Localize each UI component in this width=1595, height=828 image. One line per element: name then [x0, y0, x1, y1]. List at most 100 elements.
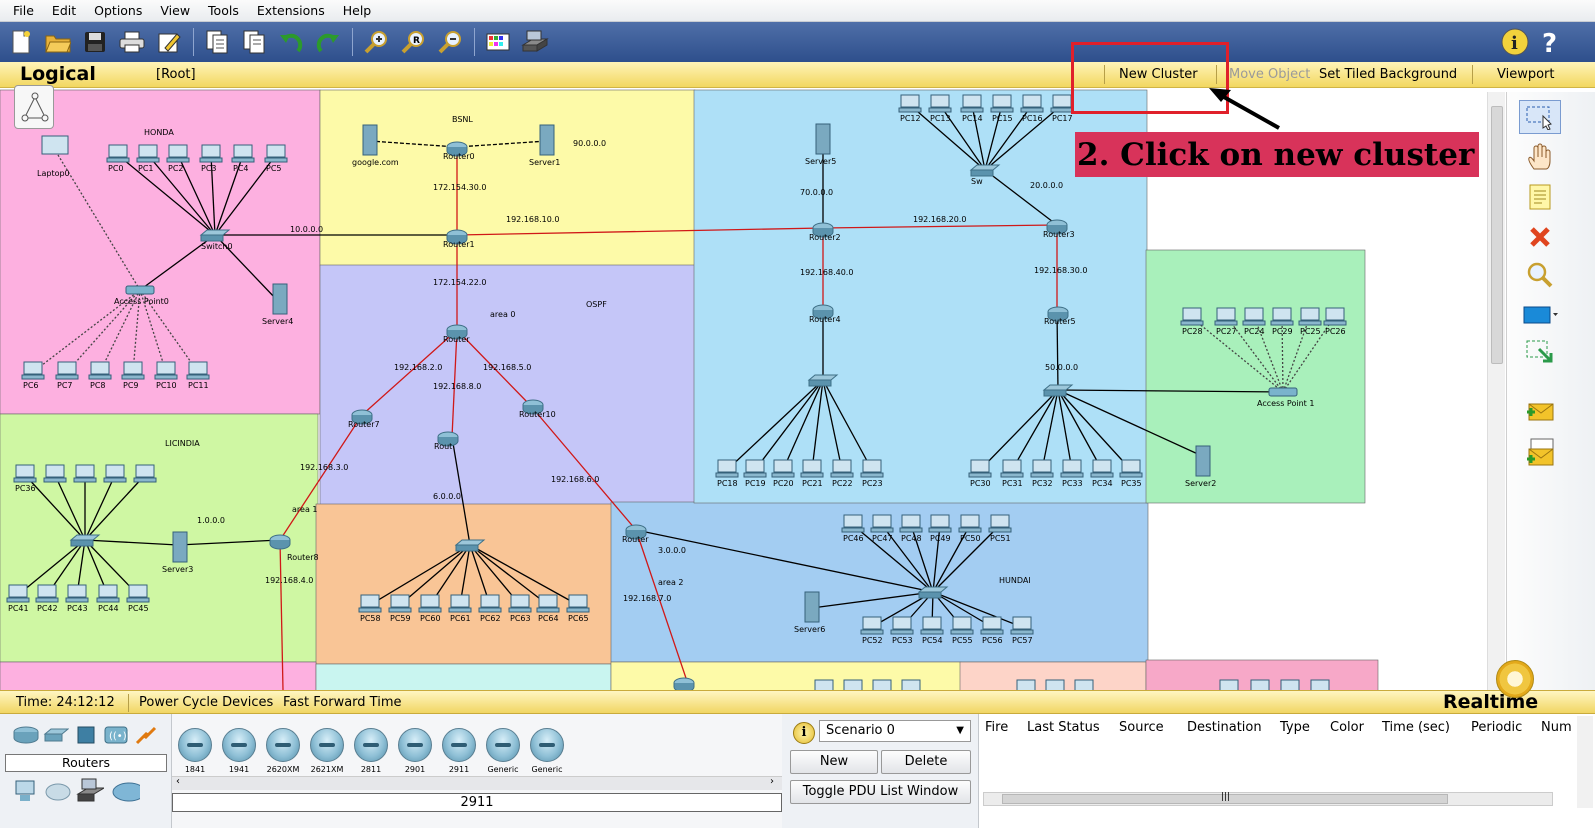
pc-label[interactable]: PC10: [156, 381, 177, 390]
network-label[interactable]: 192.168.10.0: [506, 215, 559, 224]
pc-label[interactable]: PC20: [773, 479, 794, 488]
pc-label[interactable]: PC9: [123, 381, 139, 390]
pc-icon[interactable]: [1216, 307, 1236, 321]
link[interactable]: [984, 104, 1033, 171]
cluster-area[interactable]: [0, 661, 317, 690]
new-scenario-button[interactable]: New: [790, 750, 878, 774]
network-label[interactable]: 192.168.40.0: [800, 268, 853, 277]
area-label[interactable]: area 2: [658, 578, 683, 587]
pc-icon[interactable]: [266, 144, 286, 158]
pc-icon[interactable]: [1002, 459, 1022, 473]
pc-icon[interactable]: [860, 472, 884, 478]
pc-icon[interactable]: [1300, 307, 1320, 321]
pc-icon[interactable]: [1270, 320, 1294, 326]
link[interactable]: [469, 544, 549, 606]
network-label[interactable]: 90.0.0.0: [573, 139, 606, 148]
menu-help[interactable]: Help: [342, 3, 372, 18]
cluster-label[interactable]: BSNL: [452, 115, 473, 124]
link[interactable]: [910, 524, 934, 593]
link[interactable]: [456, 140, 548, 148]
col-fire[interactable]: Fire: [985, 720, 1009, 735]
pc-icon[interactable]: [860, 629, 884, 635]
link[interactable]: [24, 474, 86, 541]
question-help-icon[interactable]: ?: [1540, 27, 1562, 61]
pc-icon[interactable]: [1121, 459, 1141, 473]
pc-icon[interactable]: [233, 144, 253, 158]
delete-tool-icon[interactable]: [1519, 220, 1561, 254]
network-label[interactable]: 192.168.8.0: [433, 382, 481, 391]
router-label[interactable]: Router1: [443, 240, 475, 249]
pc-icon[interactable]: [96, 597, 120, 603]
network-label[interactable]: 10.0.0.0: [290, 225, 323, 234]
pc-icon[interactable]: [982, 616, 1002, 630]
pc-label[interactable]: PC47: [872, 534, 893, 543]
ap-label[interactable]: Access Point0: [114, 297, 169, 306]
new-cluster-button[interactable]: New Cluster: [1119, 67, 1198, 82]
server-icon[interactable]: [172, 531, 188, 563]
pc-label[interactable]: PC46: [843, 534, 864, 543]
pc-icon[interactable]: [188, 361, 208, 375]
pc-icon[interactable]: [1214, 320, 1238, 326]
pc-icon[interactable]: [843, 514, 863, 528]
pc-icon[interactable]: [6, 597, 30, 603]
toggle-pdu-list-button[interactable]: Toggle PDU List Window: [790, 780, 971, 804]
routers-category-icon[interactable]: [12, 724, 40, 746]
pc-icon[interactable]: [773, 459, 793, 473]
pc-icon[interactable]: [899, 527, 923, 533]
pc-label[interactable]: PC45: [128, 604, 149, 613]
link[interactable]: [1191, 317, 1284, 393]
pc-icon[interactable]: [1323, 320, 1347, 326]
pc-icon[interactable]: [901, 514, 921, 528]
server-icon[interactable]: [272, 283, 288, 315]
cluster-area[interactable]: [0, 413, 319, 663]
pc-icon[interactable]: [802, 459, 822, 473]
router-icon[interactable]: [522, 405, 544, 415]
open-folder-icon[interactable]: [43, 27, 73, 57]
pc-icon[interactable]: [199, 157, 223, 163]
router-icon[interactable]: [673, 683, 695, 690]
link[interactable]: [939, 104, 986, 171]
link[interactable]: [984, 104, 1003, 171]
link[interactable]: [279, 539, 284, 690]
link[interactable]: [822, 379, 873, 471]
link[interactable]: [214, 154, 244, 236]
col-last-status[interactable]: Last Status: [1027, 720, 1100, 735]
pc-icon[interactable]: [1032, 459, 1052, 473]
select-tool-icon[interactable]: [1519, 100, 1561, 134]
pc-icon[interactable]: [65, 597, 89, 603]
router-icon[interactable]: [437, 437, 459, 447]
col-source[interactable]: Source: [1119, 720, 1164, 735]
pc-icon[interactable]: [154, 374, 178, 380]
link[interactable]: [361, 329, 458, 416]
pc-icon[interactable]: [862, 616, 882, 630]
server-label[interactable]: Server4: [262, 317, 293, 326]
pc-icon[interactable]: [418, 607, 442, 613]
menu-extensions[interactable]: Extensions: [256, 3, 325, 18]
link[interactable]: [451, 436, 471, 546]
pc-icon[interactable]: [843, 679, 863, 690]
pc-label[interactable]: PC11: [188, 381, 209, 390]
router-label[interactable]: Router4: [809, 315, 841, 324]
pc-icon[interactable]: [448, 607, 472, 613]
link[interactable]: [369, 140, 458, 148]
pc-icon[interactable]: [717, 459, 737, 473]
pc-label[interactable]: PC22: [832, 479, 853, 488]
pc-icon[interactable]: [928, 527, 952, 533]
pc-icon[interactable]: [13, 477, 37, 483]
pc-icon[interactable]: [57, 361, 77, 375]
new-file-icon[interactable]: [6, 27, 36, 57]
router-icon[interactable]: [269, 540, 291, 550]
router-model-1841[interactable]: 1841: [176, 728, 214, 780]
pc-icon[interactable]: [88, 374, 112, 380]
pc-icon[interactable]: [1022, 94, 1042, 108]
pc-label[interactable]: PC48: [901, 534, 922, 543]
pc-label[interactable]: PC55: [952, 636, 973, 645]
pc-label[interactable]: PC30: [970, 479, 991, 488]
router-label[interactable]: Router7: [348, 420, 380, 429]
pc-label[interactable]: PC59: [390, 614, 411, 623]
link[interactable]: [84, 474, 116, 541]
menu-tools[interactable]: Tools: [208, 3, 239, 18]
router-label[interactable]: Router8: [287, 553, 319, 562]
pc-label[interactable]: PC57: [1012, 636, 1033, 645]
